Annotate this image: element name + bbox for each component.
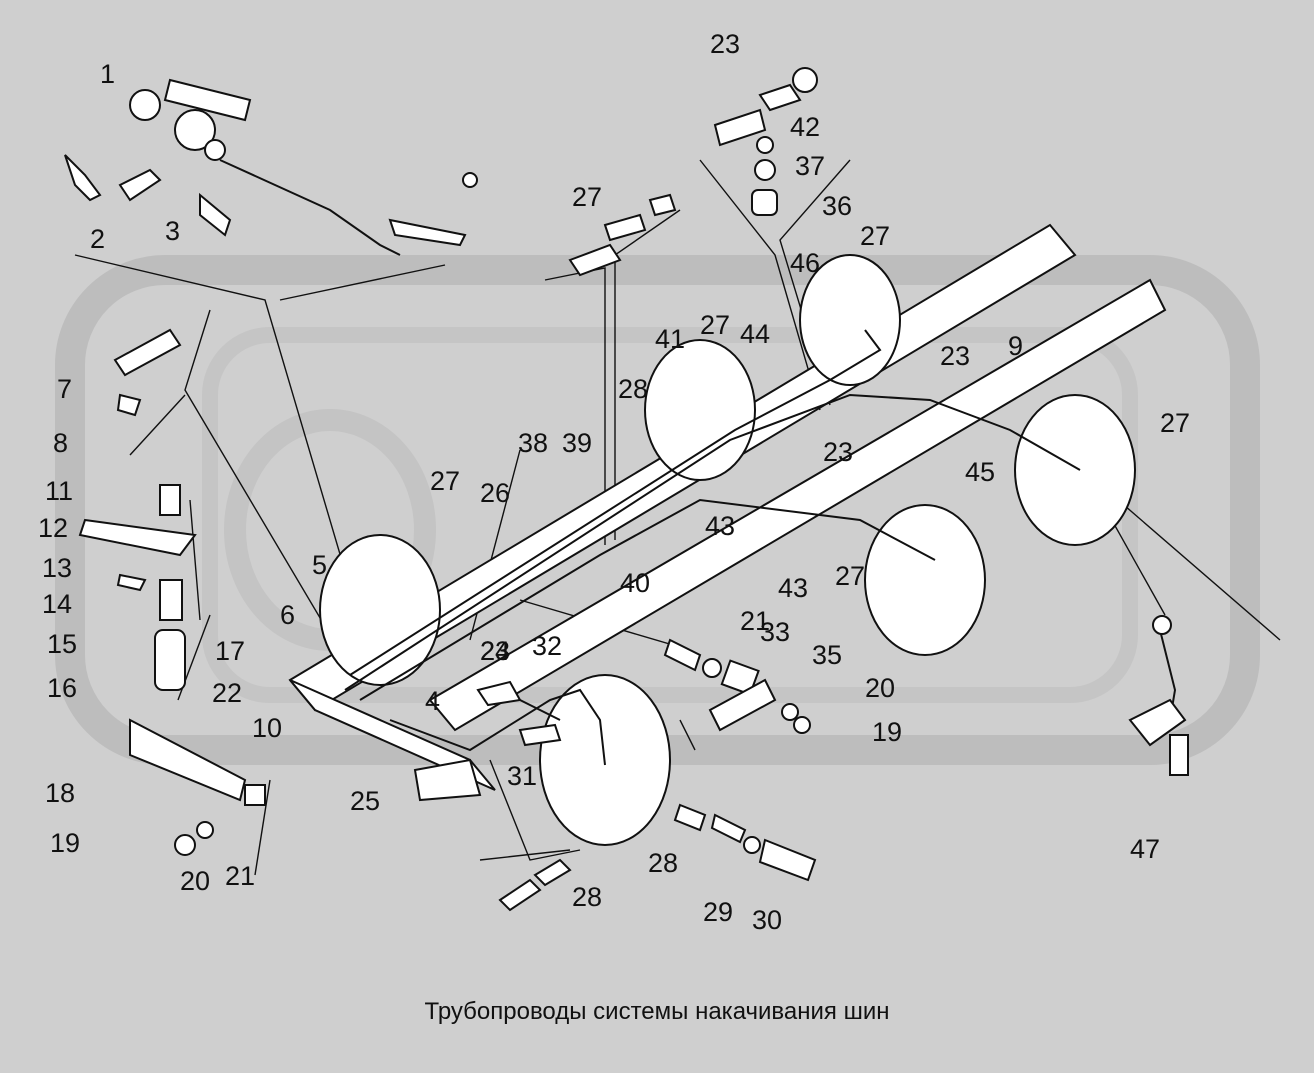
- part-fittings-bottom: [476, 680, 817, 912]
- leader-lines: [74, 159, 1281, 876]
- callout-label: 41: [655, 324, 685, 354]
- callout-label: 44: [740, 319, 770, 349]
- callout-label: 32: [532, 631, 562, 661]
- callout-label: 27: [835, 561, 865, 591]
- callout-label: 42: [790, 112, 820, 142]
- callout-label: 24: [480, 636, 510, 666]
- callout-label: 23: [823, 437, 853, 467]
- callout-label: 13: [42, 553, 72, 583]
- callout-label: 9: [1008, 331, 1023, 361]
- callout-label: 21: [740, 606, 770, 636]
- callout-label: 2: [90, 224, 105, 254]
- callout-label: 23: [940, 341, 970, 371]
- callout-label: 5: [312, 550, 327, 580]
- callout-label: 18: [45, 778, 75, 808]
- callout-label: 43: [705, 511, 735, 541]
- callout-label: 4: [425, 686, 440, 716]
- wheel: [1014, 394, 1136, 546]
- callout-label: 20: [180, 866, 210, 896]
- callout-label: 7: [57, 374, 72, 404]
- callout-label: 39: [562, 428, 592, 458]
- pipelines: [219, 159, 1177, 766]
- callout-label: 46: [790, 248, 820, 278]
- callout-label: 35: [812, 640, 842, 670]
- callout-label: 27: [700, 310, 730, 340]
- callout-label: 10: [252, 713, 282, 743]
- callout-label: 25: [350, 786, 380, 816]
- callout-label: 45: [965, 457, 995, 487]
- callout-label: 47: [1130, 834, 1160, 864]
- callout-label: 33: [760, 617, 790, 647]
- wheel: [644, 339, 756, 481]
- callout-label: 27: [572, 182, 602, 212]
- callout-label: 28: [618, 374, 648, 404]
- callout-label: 29: [703, 897, 733, 927]
- callout-label: 12: [38, 513, 68, 543]
- callout-label: 6: [280, 600, 295, 630]
- callout-label: 19: [872, 717, 902, 747]
- callout-label: 40: [620, 568, 650, 598]
- callout-label: 27: [1160, 408, 1190, 438]
- part-valve-assembly: [64, 78, 478, 247]
- part-fittings-right: [663, 615, 1189, 776]
- callout-label: 31: [507, 761, 537, 791]
- part-fittings-top: [568, 67, 818, 277]
- callout-label: 30: [752, 905, 782, 935]
- wheel: [864, 504, 986, 656]
- callouts: 1 2 3 4 5 6 7 8 9 10 11 12 13 14 15 16 1…: [38, 29, 1190, 935]
- callout-label: 37: [795, 151, 825, 181]
- callout-label: 26: [480, 478, 510, 508]
- callout-label: 1: [100, 59, 115, 89]
- callout-label: 27: [430, 466, 460, 496]
- callout-label: 21: [225, 861, 255, 891]
- callout-label: 23: [480, 636, 510, 666]
- callout-label: 43: [778, 573, 808, 603]
- callout-label: 22: [212, 678, 242, 708]
- figure-caption: Трубопроводы системы накачивания шин: [424, 998, 890, 1025]
- callout-label: 16: [47, 673, 77, 703]
- callout-label: 19: [50, 828, 80, 858]
- callout-label: 11: [45, 476, 73, 506]
- callout-label: 3: [165, 216, 180, 246]
- callout-label: 14: [42, 589, 72, 619]
- callout-label: 36: [822, 191, 852, 221]
- callout-label: 28: [648, 848, 678, 878]
- part-fittings-left: [78, 328, 266, 856]
- callout-label: 28: [572, 882, 602, 912]
- callout-label: 20: [865, 673, 895, 703]
- callout-label: 23: [710, 29, 740, 59]
- callout-label: 27: [860, 221, 890, 251]
- callout-label: 15: [47, 629, 77, 659]
- callout-label: 17: [215, 636, 245, 666]
- callout-label: 38: [518, 428, 548, 458]
- callout-label: 8: [53, 428, 68, 458]
